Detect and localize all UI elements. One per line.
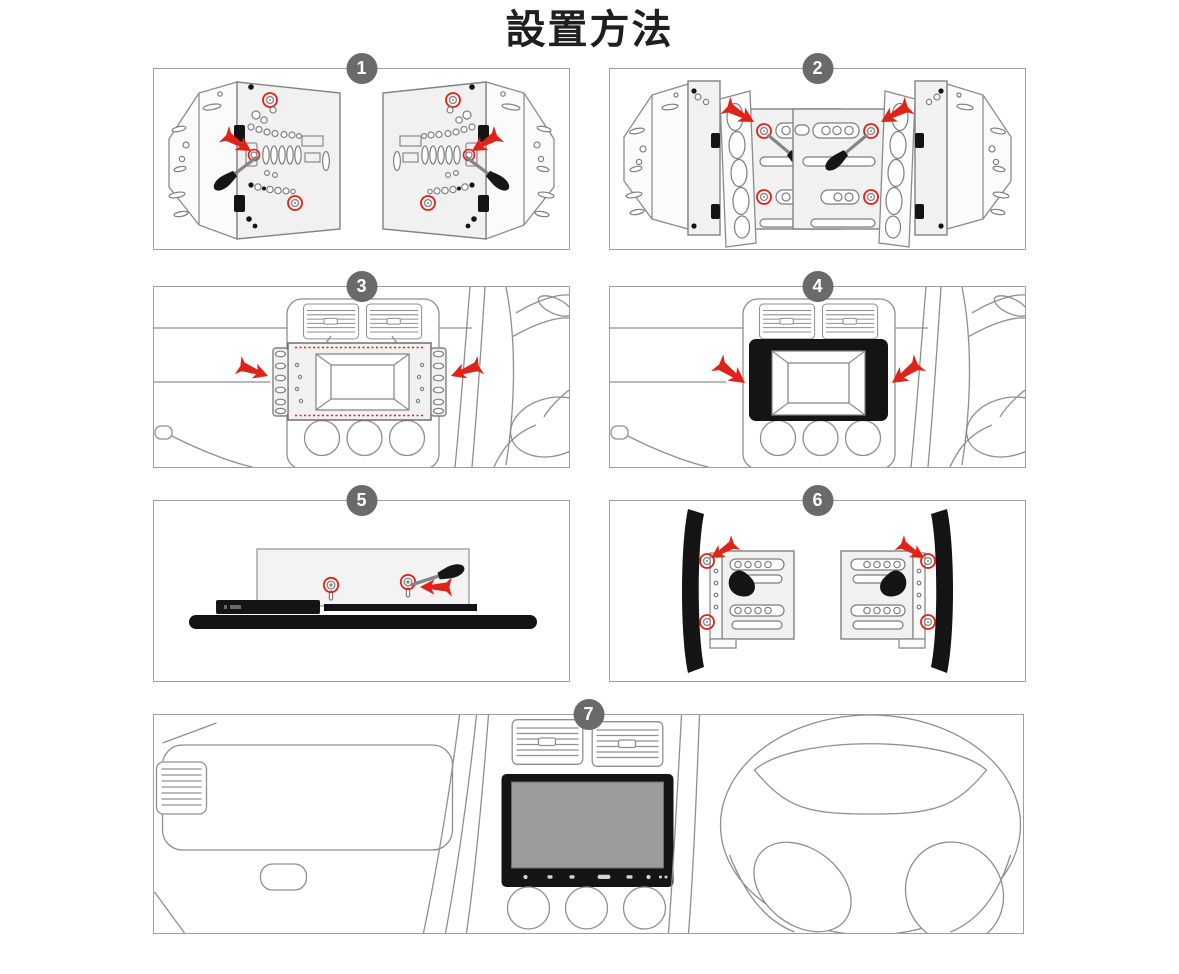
center-console [501, 715, 701, 933]
step-panel-2: 2 [609, 53, 1026, 250]
step-panel-7: 7 [153, 699, 1024, 934]
step-panel-5: 5 [153, 485, 570, 682]
step-panel-1: 1 [153, 53, 570, 250]
head-unit [501, 774, 674, 887]
step-4-illustration-trim-frame [610, 287, 1025, 467]
mounting-cage [272, 335, 447, 421]
step-panel-3: 3 [153, 271, 570, 468]
step-1-illustration-mounting-brackets [154, 69, 569, 249]
step-2-illustration-side-brackets-screwed [610, 69, 1025, 249]
page-title: 設置方法 [505, 8, 674, 52]
unit-buttons [523, 874, 668, 880]
step-7-illustration-finished-install [154, 715, 1022, 933]
step-6-badge: 6 [802, 485, 833, 516]
step-5-illustration-top-screws [189, 548, 537, 629]
step-3-illustration-cage-into-dash [154, 287, 569, 467]
steps-grid: 1 2 3 [0, 53, 1179, 934]
step-1-badge: 1 [346, 53, 377, 84]
step-7-badge: 7 [573, 699, 604, 730]
trim-frame [749, 339, 888, 421]
step-3-badge: 3 [346, 271, 377, 302]
step-4-badge: 4 [802, 271, 833, 302]
installation-instruction-sheet: 設置方法 1 2 3 [0, 6, 1179, 974]
step-panel-6: 6 [609, 485, 1026, 682]
step-2-badge: 2 [802, 53, 833, 84]
dashboard-left [154, 715, 490, 933]
steering-wheel [719, 715, 1022, 933]
step-6-illustration-brackets-on-unit [610, 501, 1025, 681]
step-5-badge: 5 [346, 485, 377, 516]
step-panel-4: 4 [609, 271, 1026, 468]
